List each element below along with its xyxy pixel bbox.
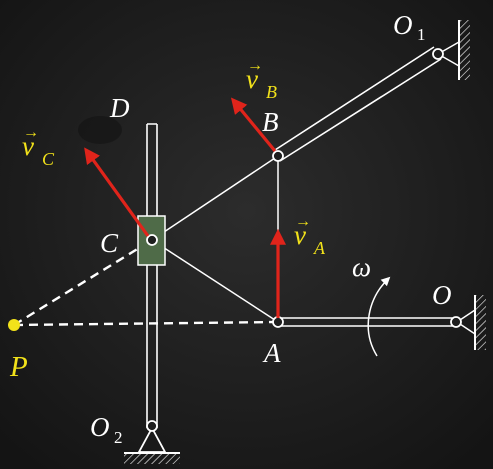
label-c: C [100,228,119,258]
rod-o2d [146,123,158,428]
velocity-arrow-b [230,97,277,153]
instantaneous-center-p [8,319,20,331]
label-o: O [432,280,452,310]
chalk-smudge [78,116,122,144]
joint-a [272,316,284,328]
label-d: D [109,93,130,123]
svg-text:A: A [313,238,326,258]
svg-text:→: → [247,57,263,74]
label-o2-subscript: 2 [114,428,123,447]
svg-text:v: v [22,131,34,161]
joint-o1 [432,48,444,60]
svg-text:v: v [246,64,258,94]
label-p: P [9,351,28,383]
label-o2: O [90,412,110,442]
link-cb [151,155,279,241]
joint-b [272,150,284,162]
svg-text:C: C [42,149,55,169]
label-o1-subscript: 1 [417,25,426,44]
link-o1b [274,46,442,162]
dashed-line-pc [13,238,153,327]
svg-text:→: → [295,213,311,230]
label-a: A [262,338,281,368]
label-omega: ω [352,252,371,282]
ground-support-o2 [124,426,180,464]
svg-text:→: → [23,124,39,141]
svg-text:B: B [266,82,277,102]
link-ca [151,239,279,323]
joint-o2 [146,420,158,432]
velocity-arrow-c [84,147,150,237]
label-velocity-b: → v B [246,57,277,102]
link-oa [278,317,456,327]
label-b: B [262,107,279,137]
label-velocity-a: → v A [294,213,326,258]
omega-rotation-arrow [367,276,391,357]
label-velocity-c: → v C [22,124,55,169]
joint-o [450,316,462,328]
label-o1: O [393,10,413,40]
svg-text:v: v [294,220,306,250]
joint-c [146,234,158,246]
